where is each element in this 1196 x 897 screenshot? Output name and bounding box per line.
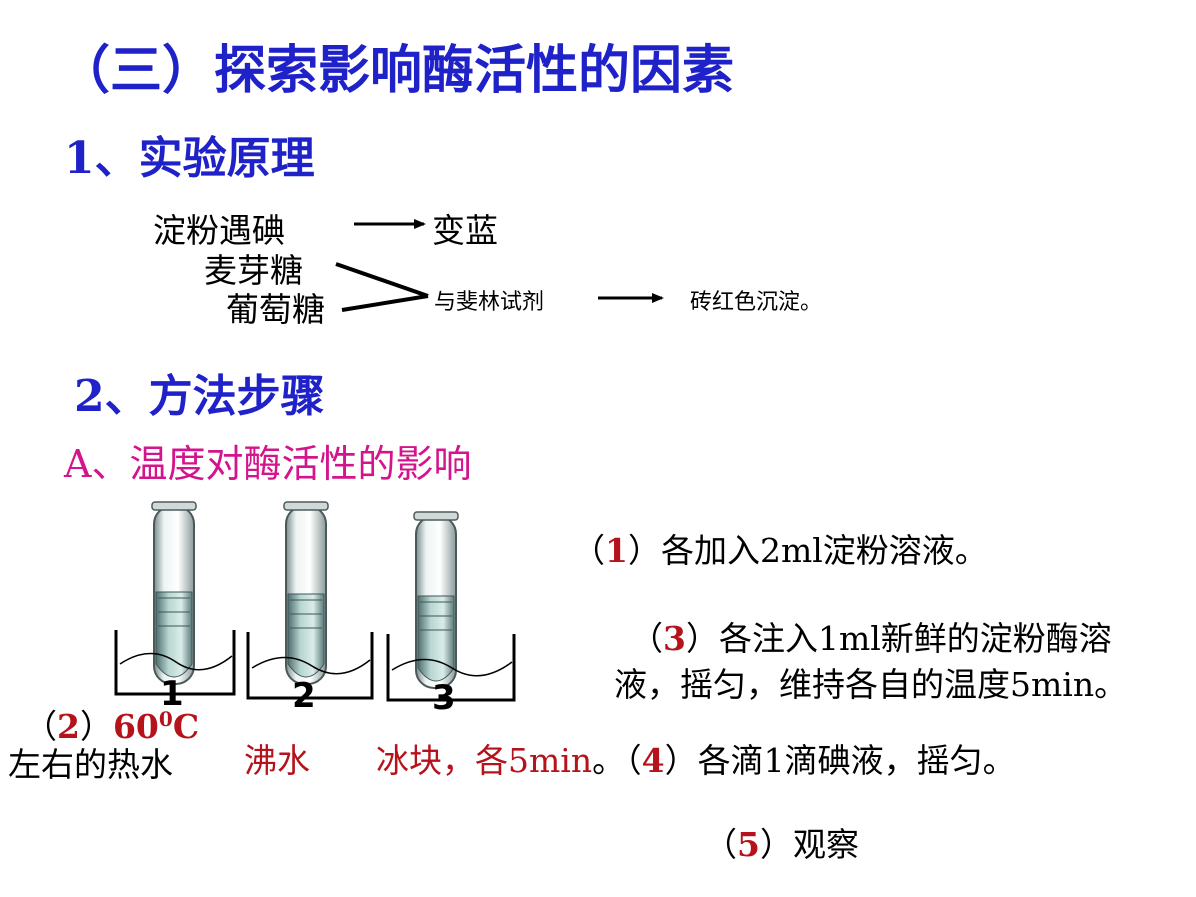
test-tube-icon (151, 501, 197, 685)
step-3-number: 3 (663, 619, 686, 658)
tube-label-2: 2 (292, 676, 316, 716)
step-2-ice: 冰块，各5min (376, 741, 593, 780)
principle-starch-result: 变蓝 (432, 211, 498, 250)
step-4-open: （ (625, 741, 642, 780)
converging-lines-icon (335, 262, 429, 312)
step-3-text-1: ）各注入1ml新鲜的淀粉酶溶 (685, 619, 1112, 658)
principle-glucose: 葡萄糖 (226, 290, 325, 329)
step-3-line-1: （3）各注入1ml新鲜的淀粉酶溶 (630, 612, 1112, 660)
section-heading-principle: 1、实验原理 (64, 133, 315, 184)
step-2-temp: （2）600C (24, 700, 199, 748)
principle-starch: 淀粉遇碘 (153, 211, 285, 250)
step-3-open: （ (630, 619, 663, 658)
step-2-boiling-water: 沸水 (244, 741, 310, 780)
step-4-number: 4 (641, 741, 665, 780)
step-5-open: （ (704, 825, 737, 864)
step-2-number: 2 (57, 707, 80, 746)
beaker-icon (114, 630, 236, 696)
step-2-temperature: 60 (112, 707, 159, 746)
tube-label-1: 1 (160, 674, 184, 714)
step-2-unit: C (172, 707, 200, 746)
step-1-open: （ (572, 531, 605, 570)
step-2-ice-and-step-4: 冰块，各5min。（4）各滴1滴碘液，摇匀。 (376, 734, 1016, 782)
step-2-degree: 0 (158, 707, 173, 731)
principle-reagent: 与斐林试剂 (434, 290, 545, 315)
step-2-open: （ (24, 707, 57, 746)
beaker-icon (246, 632, 374, 700)
step-5-text: ）观察 (759, 825, 859, 864)
step-4-text: ）各滴1滴碘液，摇匀。 (664, 741, 1016, 780)
subheading-temperature: A、温度对酶活性的影响 (64, 442, 472, 486)
page-title: （三）探索影响酶活性的因素 (58, 40, 735, 101)
step-2-hot-water: 左右的热水 (8, 745, 173, 784)
step-1-text: ）各加入2ml淀粉溶液。 (627, 531, 988, 570)
principle-maltose: 麦芽糖 (204, 251, 303, 290)
tube-label-3: 3 (432, 678, 456, 718)
step-1-number: 1 (605, 531, 628, 570)
beaker-icon (386, 634, 516, 702)
step-2-close: ） (79, 707, 113, 746)
step-5-number: 5 (737, 825, 760, 864)
test-tube-icon (283, 501, 329, 685)
principle-reagent-result: 砖红色沉淀。 (690, 290, 823, 315)
step-2-end: 。 (592, 741, 626, 780)
step-3-line-2: 液，摇匀，维持各自的温度5min。 (614, 665, 1128, 704)
step-5: （5）观察 (704, 818, 859, 866)
step-1: （1）各加入2ml淀粉溶液。 (572, 524, 988, 572)
section-heading-method: 2、方法步骤 (74, 371, 325, 422)
